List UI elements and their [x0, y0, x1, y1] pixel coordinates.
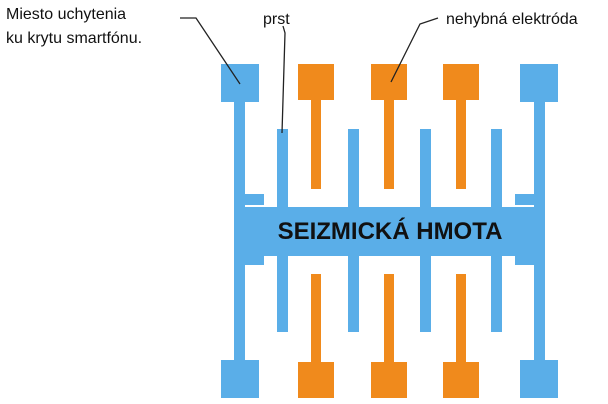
fixed-electrode-pad [443, 362, 479, 398]
link-right-bottom [515, 254, 545, 265]
fixed-electrode-pad [443, 64, 479, 100]
anchor-bottom-right [520, 360, 558, 398]
fixed-electrode-beam [384, 98, 394, 189]
leader-anchor [180, 17, 241, 85]
fixed-electrode-pad [298, 362, 334, 398]
anchor-top-right [520, 64, 558, 102]
fixed-electrode-beam [311, 98, 321, 189]
link-left-top [234, 194, 264, 205]
finger [420, 254, 431, 332]
leader-finger [281, 25, 286, 134]
finger [348, 129, 359, 209]
fixed-electrodes [298, 64, 479, 398]
fixed-electrode-pad [371, 362, 407, 398]
link-left-bottom [234, 254, 264, 265]
finger [277, 129, 288, 209]
fixed-electrode-beam [311, 274, 321, 364]
leader-fixed-electrode [390, 17, 439, 83]
finger-label: prst [263, 11, 290, 28]
anchor-label-line1: Miesto uchytenia [6, 6, 126, 23]
fixed-electrode-pad [371, 64, 407, 100]
finger [420, 129, 431, 209]
leader-lines [180, 17, 439, 134]
seismic-mass-label: SEIZMICKÁ HMOTA [278, 217, 503, 245]
anchor-label-line2: ku krytu smartfónu. [6, 30, 142, 47]
anchor-bottom-left [221, 360, 259, 398]
finger [348, 254, 359, 332]
fixed-electrode-beam [456, 274, 466, 364]
seismic-mass [234, 207, 545, 256]
fixed-electrode-pad [298, 64, 334, 100]
finger [491, 254, 502, 332]
fixed-electrode-label: nehybná elektróda [446, 11, 578, 28]
fixed-electrode-beam [456, 98, 466, 189]
movable-structure [221, 64, 558, 398]
fixed-electrode-beam [384, 274, 394, 364]
finger [277, 254, 288, 332]
link-right-top [515, 194, 545, 205]
finger [491, 129, 502, 209]
